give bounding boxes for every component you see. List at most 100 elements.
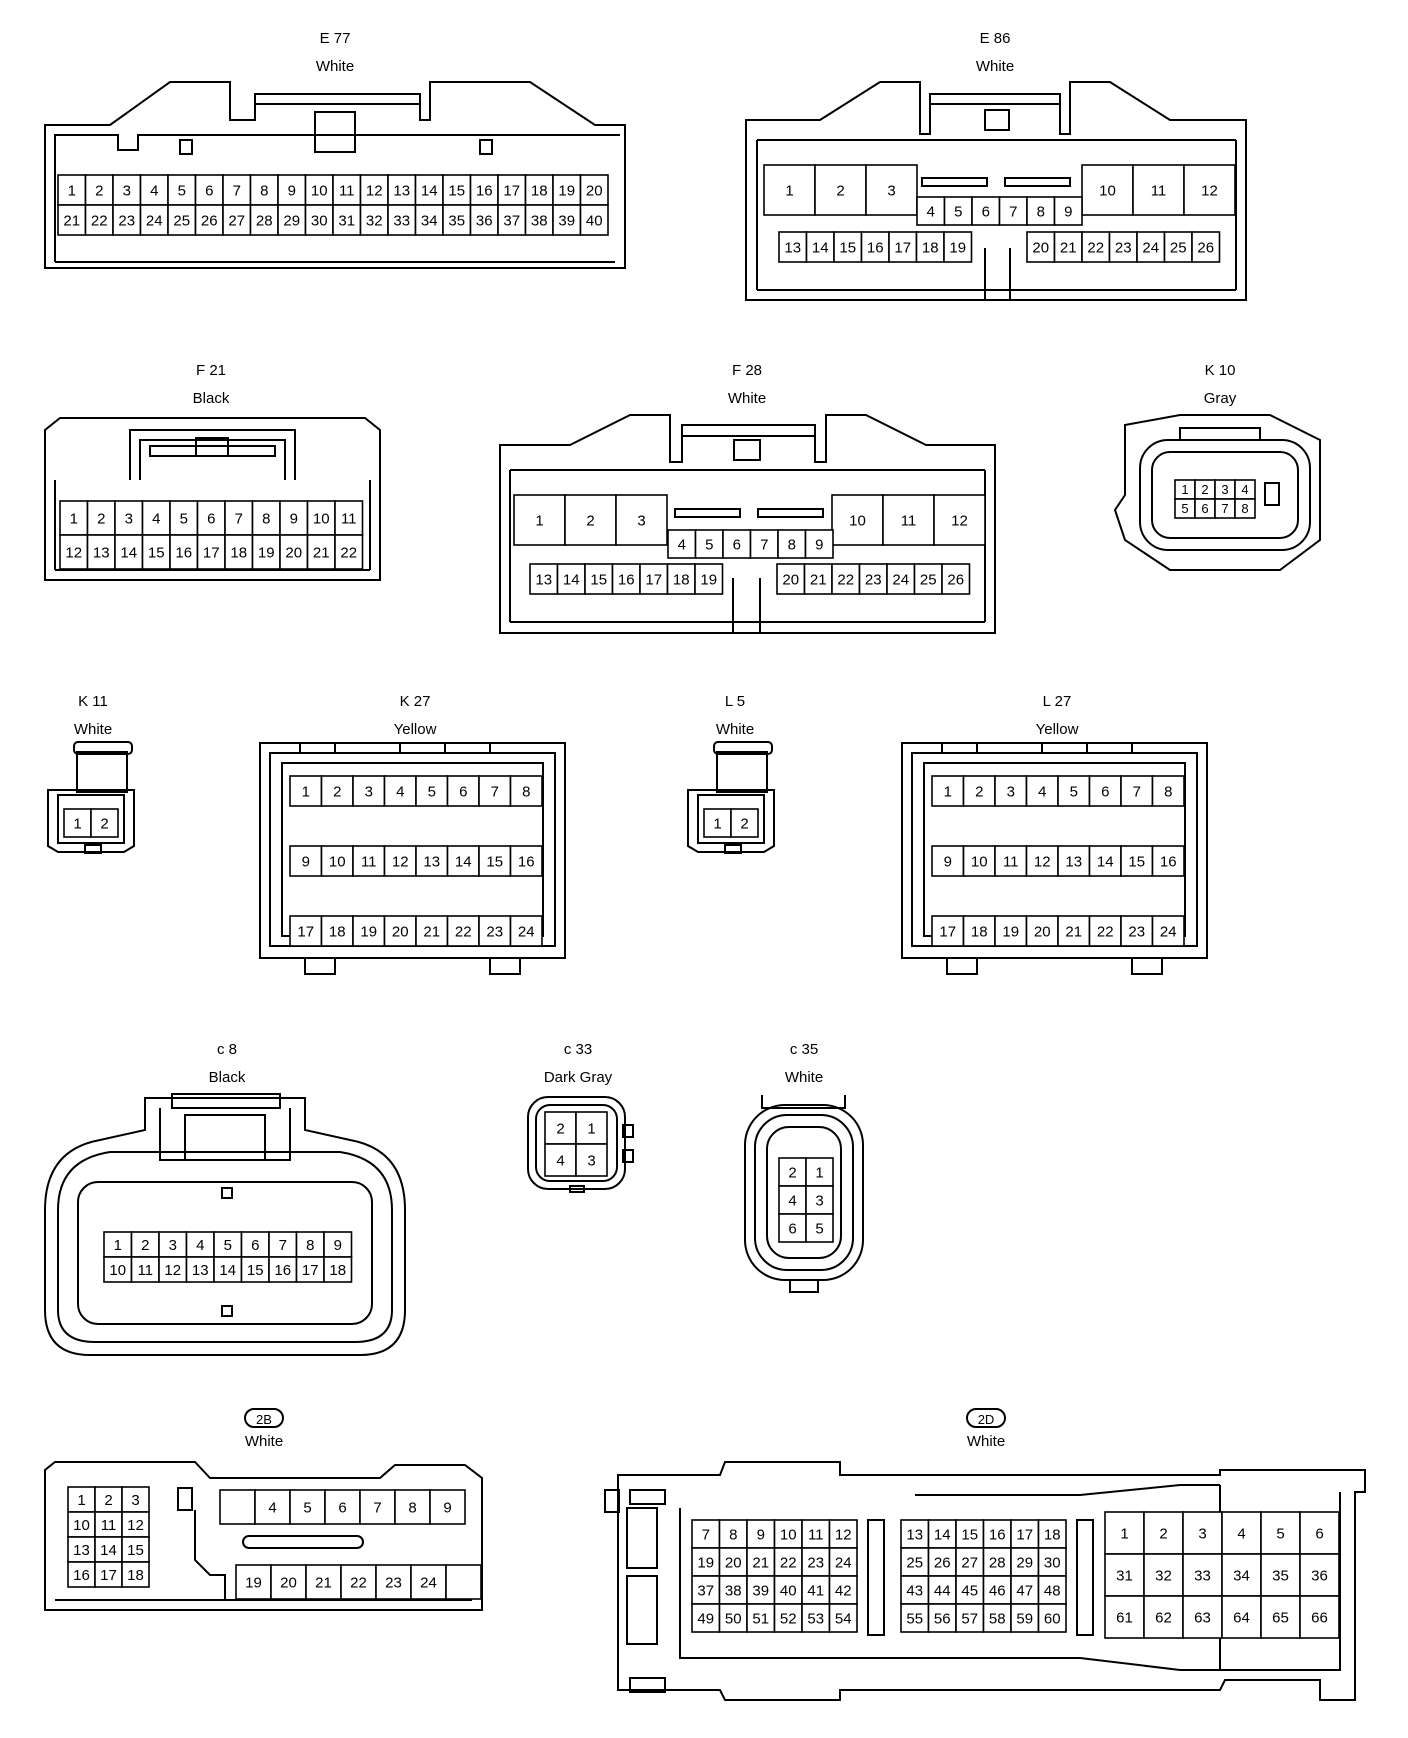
- pin-cell: [927, 1575, 957, 1605]
- pin-number: 36: [476, 212, 493, 229]
- pin-number: 3: [815, 1192, 823, 1209]
- pin-number: 20: [1034, 923, 1051, 940]
- pin-cell: [941, 563, 971, 595]
- pin-cell: [691, 1603, 721, 1633]
- pin-cell: [1053, 196, 1083, 226]
- pin-number: 14: [812, 239, 829, 256]
- pin-number: 8: [306, 1237, 314, 1254]
- pin-number: 19: [558, 182, 575, 199]
- pin-number: 6: [982, 203, 990, 220]
- pin-number: 6: [1201, 501, 1208, 516]
- pin-cell: [931, 915, 965, 947]
- pin-number: 4: [268, 1499, 276, 1516]
- pin-number: 6: [1315, 1525, 1323, 1542]
- pin-number: 23: [118, 212, 135, 229]
- e86-color: White: [975, 58, 1015, 75]
- pin-cell: [103, 1231, 133, 1258]
- pin-number: 18: [1044, 1526, 1061, 1543]
- 2d-code-badge: 2D: [966, 1408, 1006, 1428]
- pin-number: 34: [1233, 1567, 1250, 1584]
- pin-number: 16: [175, 544, 192, 561]
- pin-cell: [497, 204, 527, 236]
- pin-number: 11: [137, 1262, 153, 1279]
- latch-slot: [757, 508, 824, 518]
- pin-cell: [803, 563, 833, 595]
- pin-cell: [158, 1256, 188, 1283]
- pin-cell: [584, 563, 614, 595]
- pin-number: 17: [297, 923, 314, 940]
- pin-number: 24: [518, 923, 535, 940]
- pin-number: 2: [586, 512, 594, 529]
- pin-number: 51: [752, 1610, 769, 1627]
- pin-cell: [57, 174, 87, 206]
- pin-number: 8: [1037, 203, 1045, 220]
- pin-number: 37: [503, 212, 520, 229]
- pin-cell: [1191, 231, 1221, 263]
- pin-number: 1: [815, 1164, 823, 1181]
- pin-number: 10: [1099, 182, 1116, 199]
- pin-number: 5: [180, 510, 188, 527]
- pin-cell: [703, 808, 732, 838]
- pin-cell: [1151, 915, 1185, 947]
- pin-number: 6: [459, 783, 467, 800]
- pin-number: 34: [421, 212, 438, 229]
- pin-number: 12: [1034, 853, 1051, 870]
- pin-number: 16: [989, 1526, 1006, 1543]
- pin-cell: [130, 1231, 160, 1258]
- pin-number: 17: [939, 923, 956, 940]
- pin-cell: [185, 1231, 215, 1258]
- pin-cell: [955, 1547, 985, 1577]
- pin-number: 7: [1133, 783, 1141, 800]
- pin-cell: [1108, 231, 1138, 263]
- pin-cell: [194, 174, 224, 206]
- pin-cell: [982, 1547, 1012, 1577]
- pin-cell: [240, 1256, 270, 1283]
- l5-color: White: [715, 721, 755, 738]
- connector-e77-housing: [44, 81, 626, 269]
- pin-number: 24: [835, 1554, 852, 1571]
- pin-number: 26: [201, 212, 218, 229]
- pin-cell: [730, 808, 759, 838]
- pin-number: 1: [70, 510, 78, 527]
- pin-number: 15: [486, 853, 503, 870]
- pin-number: 20: [392, 923, 409, 940]
- pin-number: 38: [531, 212, 548, 229]
- pin-number: 13: [423, 853, 440, 870]
- pin-number: 19: [258, 544, 275, 561]
- pin-number: 1: [302, 783, 310, 800]
- pin-cell: [900, 1575, 930, 1605]
- l27-color: Yellow: [1035, 721, 1079, 738]
- pin-number: 44: [934, 1582, 951, 1599]
- latch-slot: [921, 177, 988, 187]
- pin-number: 36: [1311, 1567, 1328, 1584]
- pin-number: 24: [146, 212, 163, 229]
- pin-number: 11: [101, 1517, 117, 1534]
- pin-number: 55: [906, 1610, 923, 1627]
- pin-number: 41: [807, 1582, 824, 1599]
- pin-number: 13: [906, 1526, 923, 1543]
- pin-number: 16: [274, 1262, 291, 1279]
- pin-number: 10: [109, 1262, 126, 1279]
- pin-cell: [982, 1603, 1012, 1633]
- pin-number: 19: [697, 1554, 714, 1571]
- 2d-color: White: [966, 1433, 1006, 1450]
- pin-cell: [352, 775, 386, 807]
- pin-cell: [1037, 1603, 1067, 1633]
- pin-number: 23: [1128, 923, 1145, 940]
- pin-cell: [67, 1561, 96, 1588]
- pin-cell: [615, 494, 668, 546]
- pin-number: 3: [1198, 1525, 1206, 1542]
- pin-number: 4: [196, 1237, 204, 1254]
- pin-number: 4: [556, 1152, 564, 1169]
- pin-number: 24: [1142, 239, 1159, 256]
- pin-cell: [694, 529, 724, 559]
- pin-cell: [529, 563, 559, 595]
- pin-cell: [579, 174, 609, 206]
- pin-number: 14: [100, 1542, 117, 1559]
- pin-number: 12: [127, 1517, 144, 1534]
- pin-cell: [544, 1111, 577, 1145]
- connector-f21-housing: [44, 417, 381, 581]
- pin-cell: [509, 775, 543, 807]
- latch-slot: [674, 508, 741, 518]
- pin-number: 16: [618, 571, 635, 588]
